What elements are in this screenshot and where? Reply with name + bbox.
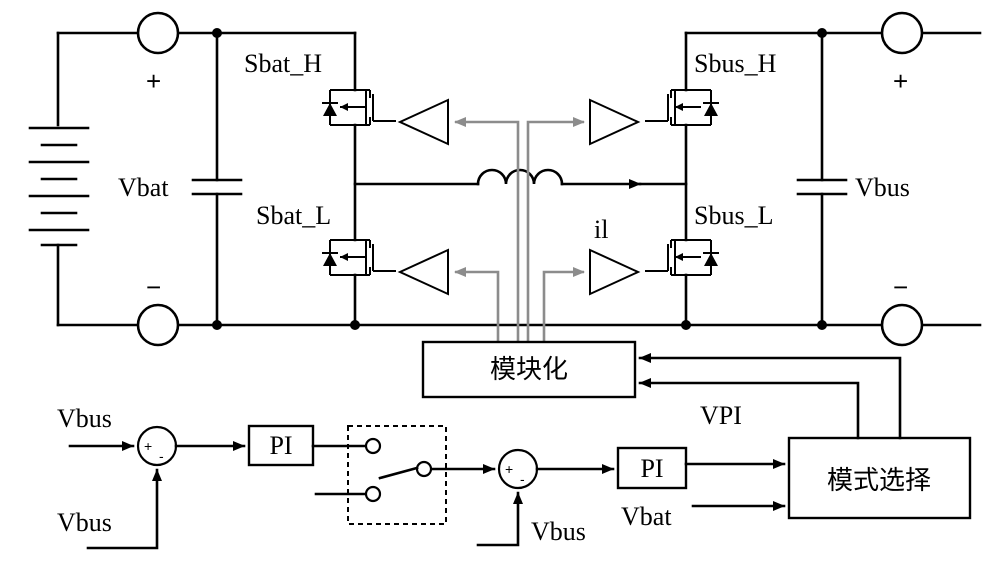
sum1-plus: +: [144, 438, 152, 454]
pi-block-1: [247, 424, 315, 467]
sum2-minus: -: [520, 471, 525, 487]
label-sbat-h: Sbat_H: [244, 49, 322, 78]
gate-driver-sbus-h-icon: [589, 98, 641, 146]
gate-driver-sbus-l-icon: [589, 248, 641, 296]
pi-block-2: [616, 446, 688, 490]
label-il: il: [594, 215, 608, 244]
modulation-label: 模块化: [490, 355, 568, 385]
terminal-bat-minus: [136, 303, 180, 347]
battery-icon: [28, 126, 90, 247]
mode-feedback-lines: [638, 353, 902, 440]
label-sbat-l: Sbat_L: [256, 201, 331, 230]
mosfet-sbat-h-icon: [322, 89, 396, 126]
control-wires: [68, 441, 786, 550]
label-vbat-in: Vbat: [621, 502, 672, 531]
mode-select-label: 模式选择: [827, 466, 931, 496]
terminal-bus-plus: [880, 11, 924, 55]
label-vbus: Vbus: [855, 173, 910, 202]
label-sbus-l: Sbus_L: [694, 201, 773, 230]
terminals: [136, 11, 924, 347]
mode-switch: [347, 425, 447, 525]
mosfet-sbus-l-icon: [645, 239, 719, 276]
label-vbus-fb: Vbus: [57, 508, 112, 537]
pi-label-1: PI: [269, 431, 292, 460]
power-rails: [56, 31, 982, 327]
inductor-icon: [476, 168, 564, 186]
capacitor-vbat-icon: [191, 178, 243, 196]
junction-dots: [212, 28, 827, 330]
label-vbus-ref: Vbus: [57, 404, 112, 433]
label-sbus-h: Sbus_H: [694, 49, 777, 78]
sign-bus-minus: −: [893, 272, 908, 302]
label-vpi: VPI: [700, 401, 742, 430]
mosfet-sbus-h-icon: [645, 89, 719, 126]
sign-bus-plus: +: [893, 66, 908, 96]
sign-bat-minus: −: [146, 272, 161, 302]
gate-driver-sbat-l-icon: [397, 248, 449, 296]
sum1-minus: -: [159, 448, 164, 464]
capacitor-vbus-icon: [796, 178, 848, 196]
mosfet-sbat-l-icon: [322, 239, 396, 276]
gate-driver-sbat-h-icon: [397, 98, 449, 146]
modulation-block: [421, 340, 637, 399]
terminal-bat-plus: [136, 11, 180, 55]
sign-bat-plus: +: [146, 66, 161, 96]
pwm-signal-lines: [454, 117, 585, 342]
sum2-plus: +: [505, 461, 513, 477]
pi-label-2: PI: [640, 454, 663, 483]
label-vbus-fb2: Vbus: [531, 517, 586, 546]
mode-select-block: [787, 436, 972, 520]
terminal-bus-minus: [880, 303, 924, 347]
label-vbat: Vbat: [118, 173, 169, 202]
